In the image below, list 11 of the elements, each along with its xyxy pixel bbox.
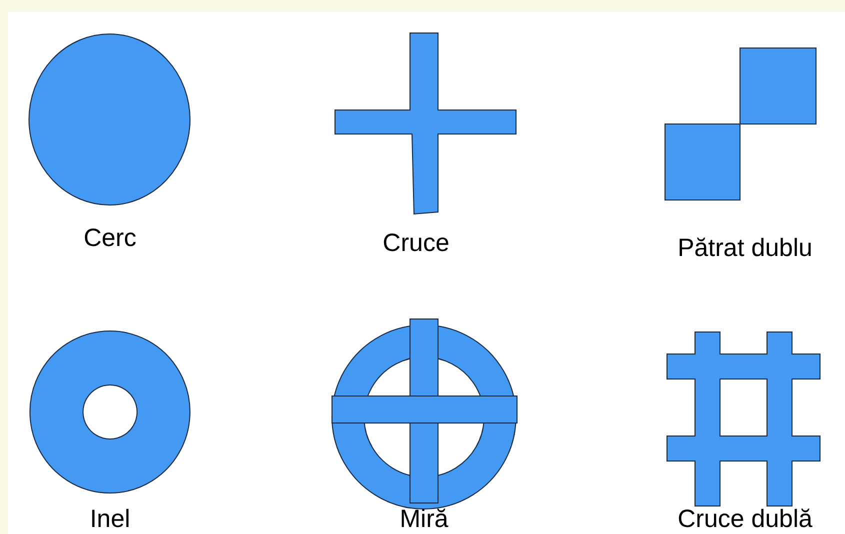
circle-drawing xyxy=(28,33,191,206)
shape-label: Cruce dublă xyxy=(678,507,812,532)
shape-label: Cruce xyxy=(382,231,450,256)
shape-label: Inel xyxy=(90,507,130,532)
shape-label: Miră xyxy=(400,507,448,532)
double-cross-drawing xyxy=(666,331,821,507)
shape-label: Cerc xyxy=(84,226,136,251)
double-square-drawing xyxy=(664,47,817,201)
cross-drawing xyxy=(334,32,517,215)
ring-drawing xyxy=(29,330,191,494)
shape-label: Pătrat dublu xyxy=(678,236,812,261)
